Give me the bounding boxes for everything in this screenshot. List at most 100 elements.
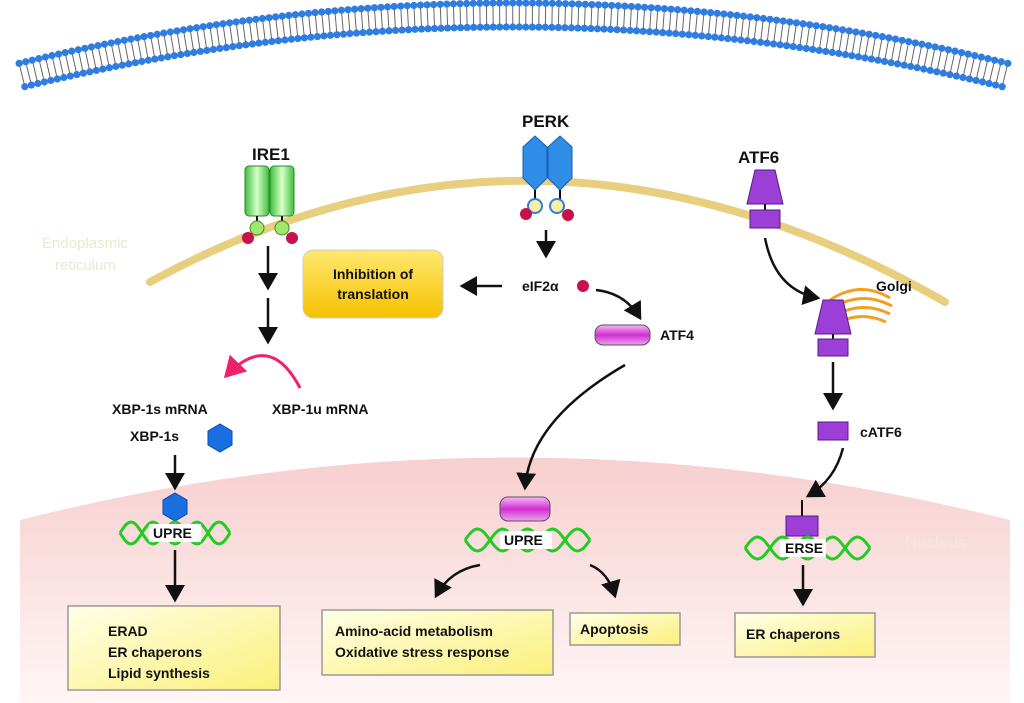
lipid-head — [179, 26, 188, 34]
lipid-tail — [779, 23, 784, 42]
lipid-head — [457, 24, 465, 32]
lipid-head — [483, 23, 491, 31]
perk-receptor — [520, 135, 574, 221]
upre-label-1: UPRE — [153, 525, 192, 541]
lipid-head — [444, 24, 452, 32]
lipid-head — [593, 25, 602, 33]
lipid-head — [541, 23, 549, 31]
lipid-tail — [668, 12, 672, 31]
lipid-tail — [603, 8, 606, 27]
lipid-tail — [176, 33, 181, 52]
lipid-head — [685, 31, 693, 39]
lipid-head — [944, 46, 952, 54]
lipid-tail — [636, 9, 639, 28]
lipid-tail — [884, 40, 889, 59]
perk-label: PERK — [522, 112, 570, 131]
lipid-tail — [897, 43, 903, 62]
lipid-head — [53, 75, 61, 83]
lipid-head — [839, 26, 847, 34]
lipid-head — [372, 28, 380, 36]
lipid-tail — [295, 17, 299, 36]
lipid-head — [430, 24, 439, 33]
catf6-label: cATF6 — [860, 424, 902, 440]
lipid-head — [239, 17, 247, 25]
lipid-head — [848, 52, 856, 60]
lipid-tail — [387, 9, 390, 28]
lipid-head — [48, 51, 56, 60]
lipid-head — [235, 42, 243, 50]
lipid-head — [555, 0, 563, 8]
perk-out-1: Amino-acid metabolism — [335, 623, 493, 639]
lipid-tail — [98, 48, 103, 67]
lipid-tail — [288, 18, 292, 37]
lipid-head — [704, 32, 712, 41]
lipid-head — [92, 66, 100, 75]
lipid-head — [337, 6, 346, 14]
lipid-tail — [753, 20, 757, 39]
lipid-head — [659, 29, 667, 37]
lipid-head — [351, 5, 359, 13]
lipid-head — [746, 13, 754, 21]
lipid-head — [753, 14, 761, 22]
lipid-head — [998, 83, 1006, 91]
lipid-tail — [400, 9, 403, 28]
lipid-head — [424, 25, 432, 33]
lipid-tail — [301, 16, 305, 35]
lipid-head — [346, 30, 354, 38]
lipid-head — [127, 35, 135, 43]
lipid-head — [489, 0, 497, 7]
lipid-head — [972, 76, 980, 85]
lipid-tail — [71, 53, 77, 72]
lipid-head — [977, 53, 986, 61]
lipid-head — [867, 55, 876, 63]
lipid-tail — [721, 16, 725, 35]
cell-membrane — [15, 0, 1012, 91]
lipid-head — [489, 23, 497, 31]
lipid-head — [449, 0, 458, 8]
lipid-head — [992, 81, 1000, 89]
lipid-tail — [453, 6, 455, 25]
xbp1u-mrna-label: XBP-1u mRNA — [272, 401, 368, 417]
lipid-head — [554, 23, 562, 32]
lipid-head — [40, 78, 48, 86]
lipid-tail — [590, 7, 593, 26]
arrow-golgi — [763, 237, 821, 306]
ire1-receptor — [242, 165, 298, 244]
lipid-tail — [675, 12, 678, 31]
lipid-head — [166, 28, 174, 36]
dna-strand — [118, 520, 232, 546]
lipid-tail — [314, 15, 318, 34]
lipid-head — [160, 29, 168, 37]
lipid-head — [118, 61, 126, 69]
lipid-head — [750, 37, 758, 46]
lipid-tail — [328, 14, 331, 33]
lipid-head — [390, 2, 398, 11]
lipid-tail — [688, 13, 692, 32]
lipid-head — [311, 9, 319, 17]
lipid-head — [196, 47, 204, 56]
lipid-head — [693, 7, 702, 16]
lipid-tail — [936, 51, 942, 69]
lipid-head — [66, 72, 74, 80]
lipid-head — [54, 50, 63, 58]
lipid-tail — [360, 11, 364, 30]
lipid-tail — [420, 8, 422, 27]
lipid-tail — [262, 21, 266, 40]
lipid-head — [587, 24, 595, 33]
lipid-tail — [124, 43, 129, 62]
lipid-tail — [793, 25, 797, 44]
lipid-head — [463, 0, 471, 8]
lipid-tail — [649, 10, 652, 29]
catf6-bound — [785, 500, 819, 537]
lipid-tail — [616, 8, 619, 27]
lipid-head — [769, 40, 778, 48]
lipid-tail — [45, 59, 51, 78]
lipid-head — [905, 38, 913, 46]
lipid-head — [634, 3, 642, 11]
lipid-head — [626, 26, 634, 35]
lipid-head — [443, 0, 451, 8]
atf4-protein — [594, 324, 651, 346]
lipid-tail — [446, 7, 449, 26]
lipid-head — [891, 35, 900, 43]
